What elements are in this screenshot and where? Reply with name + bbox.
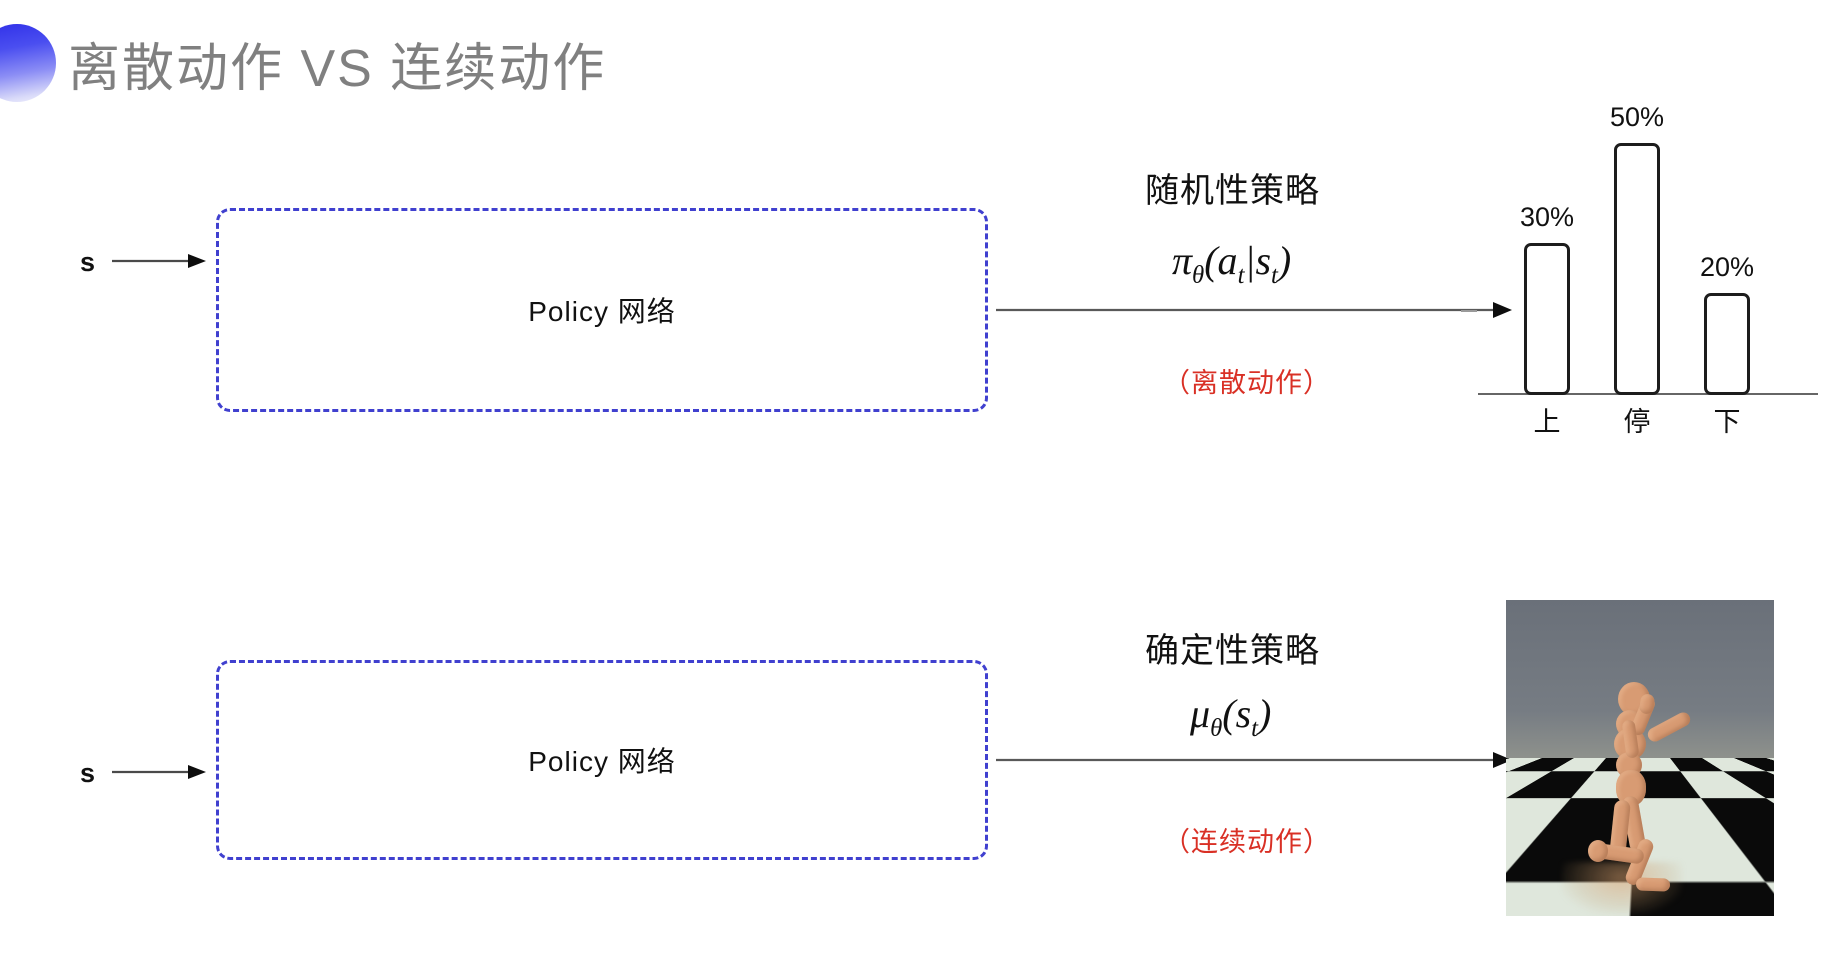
stochastic-policy-formula: πθ(at|st) — [1172, 238, 1292, 289]
policy-network-box-discrete[interactable]: Policy 网络 — [216, 208, 988, 412]
bar-tick-0: 上 — [1533, 407, 1561, 437]
policy-output-arrow-discrete — [996, 302, 1512, 318]
policy-network-label-continuous: Policy 网络 — [528, 746, 676, 777]
bar-group-1: 50% 停 — [1592, 95, 1682, 437]
policy-output-arrow-continuous — [996, 752, 1512, 768]
title-accent-circle-icon — [0, 24, 56, 102]
bar-value-1: 50% — [1609, 102, 1665, 132]
deterministic-policy-name: 确定性策略 — [1145, 632, 1320, 670]
continuous-action-note: （连续动作） — [1163, 827, 1331, 857]
bar-rect-0 — [1524, 243, 1570, 395]
bar-tick-1: 停 — [1623, 407, 1651, 437]
stochastic-policy-name: 随机性策略 — [1145, 172, 1320, 210]
humanoid-foot-right — [1588, 840, 1608, 862]
bar-value-2: 20% — [1699, 252, 1755, 282]
chart-axis-left-stub — [1461, 310, 1477, 312]
discrete-action-bar-chart: 30% 上 50% 停 20% 下 — [1478, 95, 1818, 437]
title-bar: 离散动作 VS 连续动作 — [0, 0, 1846, 120]
state-input-label-discrete: s — [80, 247, 96, 277]
policy-network-box-continuous[interactable]: Policy 网络 — [216, 660, 988, 860]
bar-group-2: 20% 下 — [1682, 95, 1772, 437]
bar-group-0: 30% 上 — [1502, 95, 1592, 437]
bar-value-0: 30% — [1519, 202, 1575, 232]
state-input-label-continuous: s — [80, 758, 96, 788]
deterministic-policy-formula: μθ(st) — [1190, 691, 1272, 742]
bar-rect-1 — [1614, 143, 1660, 395]
bar-tick-2: 下 — [1713, 407, 1741, 437]
humanoid-foot-left — [1635, 877, 1671, 892]
bar-rect-2 — [1704, 293, 1750, 395]
state-input-arrow-continuous — [112, 765, 206, 779]
page-title: 离散动作 VS 连续动作 — [68, 40, 607, 98]
discrete-action-note: （离散动作） — [1163, 368, 1331, 398]
policy-network-label-discrete: Policy 网络 — [528, 296, 676, 327]
humanoid-simulation-image — [1506, 600, 1774, 916]
state-input-arrow-discrete — [112, 254, 206, 268]
